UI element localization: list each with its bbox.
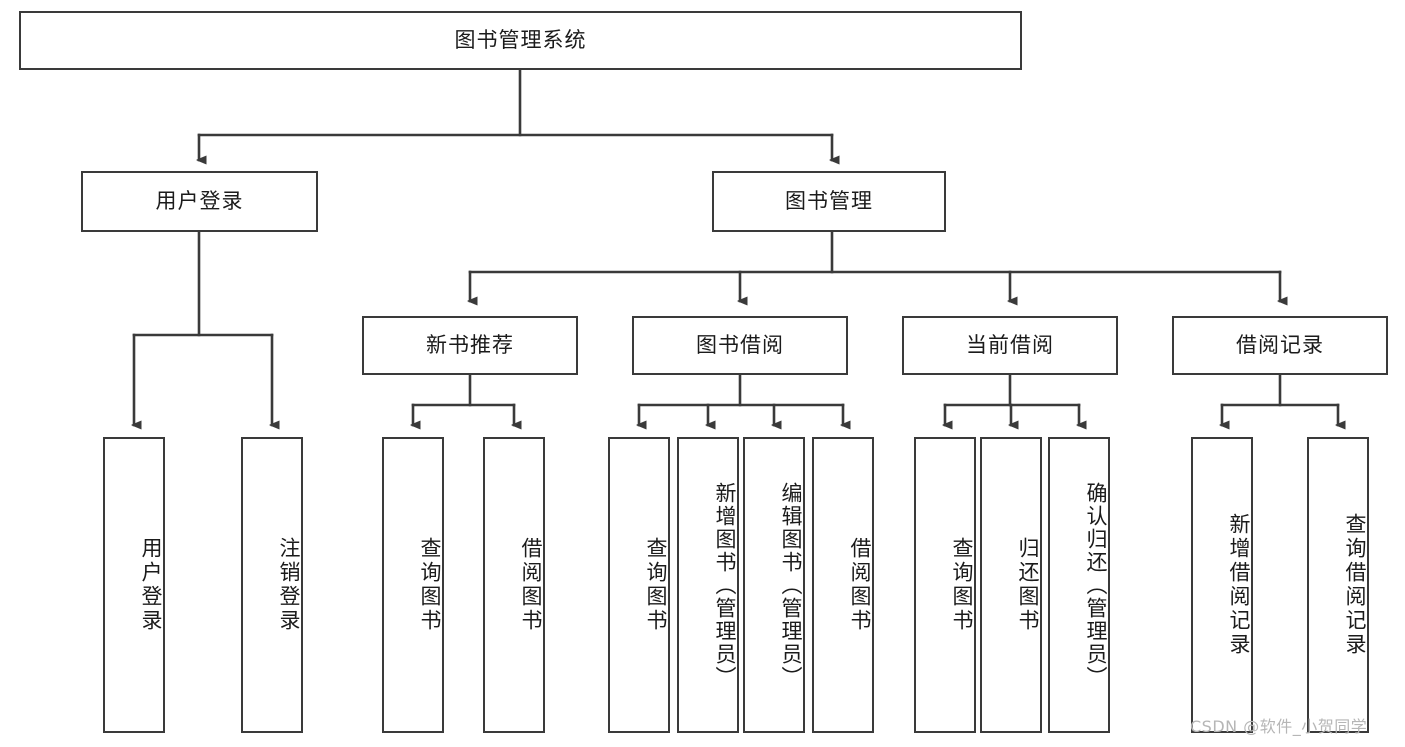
leaf-borrow-query-book[interactable]: 查询图书 bbox=[608, 437, 670, 733]
node-new-book-recommend[interactable]: 新书推荐 bbox=[362, 316, 578, 375]
leaf-borrow-edit-book-admin[interactable]: 编辑图书（管理员） bbox=[743, 437, 805, 733]
leaf-current-query-book[interactable]: 查询图书 bbox=[914, 437, 976, 733]
watermark-csdn: CSDN @软件_小贺同学 bbox=[1190, 717, 1368, 736]
leaf-user-login-login[interactable]: 用户登录 bbox=[103, 437, 165, 733]
node-label: 用户登录 bbox=[139, 537, 163, 633]
leaf-current-confirm-return-admin[interactable]: 确认归还（管理员） bbox=[1048, 437, 1110, 733]
node-label: 新书推荐 bbox=[426, 332, 514, 357]
node-label: 借阅图书 bbox=[848, 537, 872, 633]
node-book-borrow[interactable]: 图书借阅 bbox=[632, 316, 848, 375]
node-label: 查询图书 bbox=[644, 537, 668, 633]
node-label: 归还图书 bbox=[1016, 537, 1040, 633]
node-label: 确认归还（管理员） bbox=[1084, 481, 1108, 689]
leaf-record-add-record[interactable]: 新增借阅记录 bbox=[1191, 437, 1253, 733]
leaf-recommend-query-book[interactable]: 查询图书 bbox=[382, 437, 444, 733]
node-borrow-record[interactable]: 借阅记录 bbox=[1172, 316, 1388, 375]
node-label: 图书借阅 bbox=[696, 332, 784, 357]
node-label: 当前借阅 bbox=[966, 332, 1054, 357]
node-label: 编辑图书（管理员） bbox=[779, 481, 803, 689]
leaf-recommend-borrow-book[interactable]: 借阅图书 bbox=[483, 437, 545, 733]
node-label: 查询借阅记录 bbox=[1343, 513, 1367, 657]
node-label: 新增图书（管理员） bbox=[713, 481, 737, 689]
leaf-user-login-logout[interactable]: 注销登录 bbox=[241, 437, 303, 733]
node-root-book-management-system[interactable]: 图书管理系统 bbox=[19, 11, 1022, 70]
leaf-record-query-record[interactable]: 查询借阅记录 bbox=[1307, 437, 1369, 733]
node-label: 图书管理 bbox=[785, 188, 873, 213]
leaf-current-return-book[interactable]: 归还图书 bbox=[980, 437, 1042, 733]
node-label: 图书管理系统 bbox=[454, 27, 587, 52]
node-book-management[interactable]: 图书管理 bbox=[712, 171, 946, 232]
node-label: 查询图书 bbox=[418, 537, 442, 633]
node-user-login[interactable]: 用户登录 bbox=[81, 171, 318, 232]
node-label: 用户登录 bbox=[155, 188, 244, 213]
node-label: 借阅图书 bbox=[519, 537, 543, 633]
node-label: 借阅记录 bbox=[1236, 332, 1324, 357]
leaf-borrow-add-book-admin[interactable]: 新增图书（管理员） bbox=[677, 437, 739, 733]
leaf-borrow-borrow-book[interactable]: 借阅图书 bbox=[812, 437, 874, 733]
node-label: 注销登录 bbox=[277, 537, 301, 633]
node-label: 查询图书 bbox=[950, 537, 974, 633]
node-current-borrow[interactable]: 当前借阅 bbox=[902, 316, 1118, 375]
node-label: 新增借阅记录 bbox=[1227, 513, 1251, 657]
